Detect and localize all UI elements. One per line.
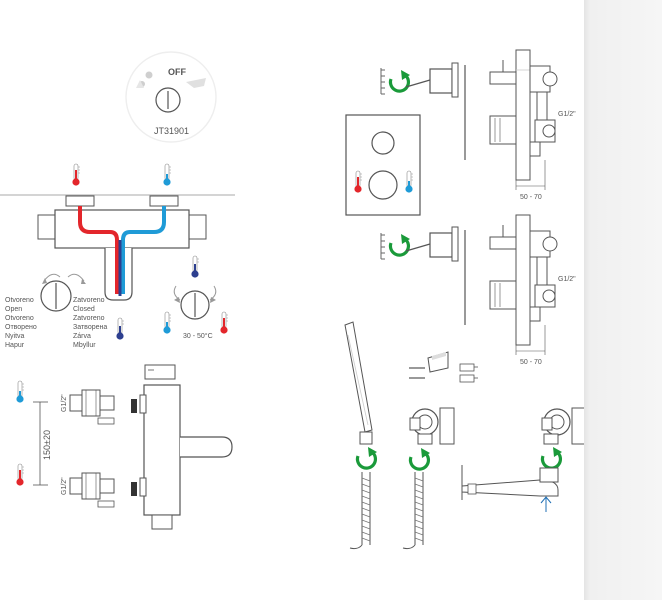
depth-label-upper: 50 - 70 <box>520 194 542 201</box>
rotate-arrow-icon <box>540 445 564 470</box>
wall-bracket <box>427 351 449 373</box>
shower-hose <box>349 472 371 550</box>
mixer-side-view <box>139 364 233 530</box>
model-code: JT31901 <box>154 126 189 136</box>
depth-label-lower: 50 - 70 <box>520 359 542 366</box>
bath-spout <box>461 465 559 500</box>
spacing-label: 150±20 <box>42 430 52 460</box>
screws-and-plugs <box>409 363 478 383</box>
state-closed-1: Zatvoreno <box>73 297 105 304</box>
rotate-arrow-icon <box>388 68 412 93</box>
state-open-1: Otvoreno <box>5 297 34 304</box>
wall-connector-middle <box>409 407 455 445</box>
cold-water-pipe <box>121 206 166 294</box>
rotate-arrow-icon <box>408 446 432 471</box>
thermometer-hot-icon <box>71 163 81 187</box>
thermometer-mixed-icon <box>190 255 200 279</box>
thread-label-top: G1/2" <box>61 394 68 412</box>
thermometer-cold-icon <box>15 380 25 404</box>
spout-icon <box>186 78 206 88</box>
state-closed-2: Closed <box>73 306 95 313</box>
depth-dimension-lower: 50 - 70 <box>515 325 546 366</box>
rotate-arrow-icon <box>355 445 379 470</box>
temperature-knob <box>173 285 217 320</box>
state-open-3: Otvoreno <box>5 315 34 322</box>
knob-part <box>405 62 459 98</box>
knob-part <box>405 226 459 262</box>
thermometer-hot-icon <box>15 463 25 487</box>
spacing-dimension: 150±20 <box>33 401 52 486</box>
state-closed-5: Zárva <box>73 333 91 340</box>
wall-plate-icon <box>380 67 386 95</box>
eccentric-connector-top <box>69 389 137 417</box>
thermometer-cold-icon <box>162 163 172 187</box>
cover-plate <box>345 114 421 216</box>
wall-connector-right <box>541 407 587 445</box>
model-badge: OFF JT31901 <box>125 51 217 143</box>
thread-label-upper: G1/2" <box>558 111 576 118</box>
shower-hose <box>402 472 424 550</box>
hot-water-pipe <box>78 206 119 294</box>
state-open-2: Open <box>5 306 22 313</box>
state-closed-4: Затворена <box>73 324 107 331</box>
eccentric-connector-bottom <box>69 472 137 500</box>
valve-body-upper <box>489 49 558 181</box>
state-open-5: Nyitva <box>5 333 25 340</box>
thread-label-lower: G1/2" <box>558 276 576 283</box>
hand-shower <box>344 321 373 445</box>
wall-plate-icon <box>380 232 386 260</box>
thermometer-mixed-icon <box>115 317 125 341</box>
thermometer-cold-icon <box>162 311 172 335</box>
closed-states-list: Zatvoreno Closed Zatvoreno Затворена Zár… <box>73 297 107 349</box>
thermometer-hot-icon <box>219 311 229 335</box>
depth-dimension-upper: 50 - 70 <box>515 160 546 201</box>
thermostatic-mixer <box>0 194 235 301</box>
open-states-list: Otvoreno Open Otvoreno Отворено Nyitva H… <box>5 297 37 349</box>
page-gutter <box>584 0 662 600</box>
temperature-range: 30 - 50°C <box>183 332 213 340</box>
thread-label-bottom: G1/2" <box>61 477 68 495</box>
water-drop-icon <box>136 71 153 88</box>
up-arrow-icon <box>540 496 552 512</box>
rotate-arrow-icon <box>388 232 412 257</box>
badge-knob-icon <box>155 87 181 113</box>
state-closed-3: Zatvoreno <box>73 315 105 322</box>
state-open-6: Hapur <box>5 342 25 349</box>
state-closed-6: Mbyllur <box>73 342 96 349</box>
state-open-4: Отворено <box>5 324 37 331</box>
open-close-knob <box>40 273 86 312</box>
badge-off-label: OFF <box>168 67 186 77</box>
valve-body-lower <box>489 214 558 346</box>
